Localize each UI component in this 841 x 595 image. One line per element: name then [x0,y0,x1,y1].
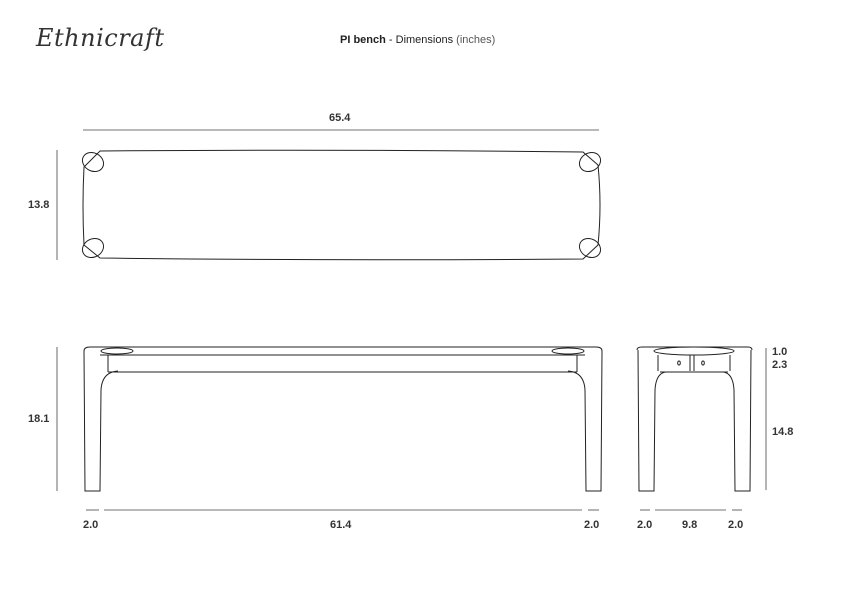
product-name: PI bench [340,34,386,46]
side-view [636,346,753,492]
title-unit: (inches) [456,34,496,46]
dim-depth: 13.8 [28,199,50,211]
title-separator: - [385,34,396,46]
top-view [81,149,602,261]
dim-side-between: 9.8 [682,519,698,531]
dim-apron-height: 2.3 [772,359,788,371]
dim-side-leg-left: 2.0 [637,519,653,531]
dim-length: 65.4 [329,112,351,124]
dim-height: 18.1 [28,413,50,425]
dimension-lines [56,129,767,511]
page-title: PI bench - Dimensions (inches) [340,34,495,46]
front-view [83,346,603,492]
dim-front-leg-right: 2.0 [584,519,600,531]
dim-leg-clearance: 14.8 [772,426,794,438]
dim-front-leg-left: 2.0 [83,519,99,531]
brand-logo: Ethnicraft [36,24,165,52]
title-subtitle: Dimensions [395,34,457,46]
dim-top-thickness: 1.0 [772,346,788,358]
dim-side-leg-right: 2.0 [728,519,744,531]
dim-front-between: 61.4 [330,519,352,531]
